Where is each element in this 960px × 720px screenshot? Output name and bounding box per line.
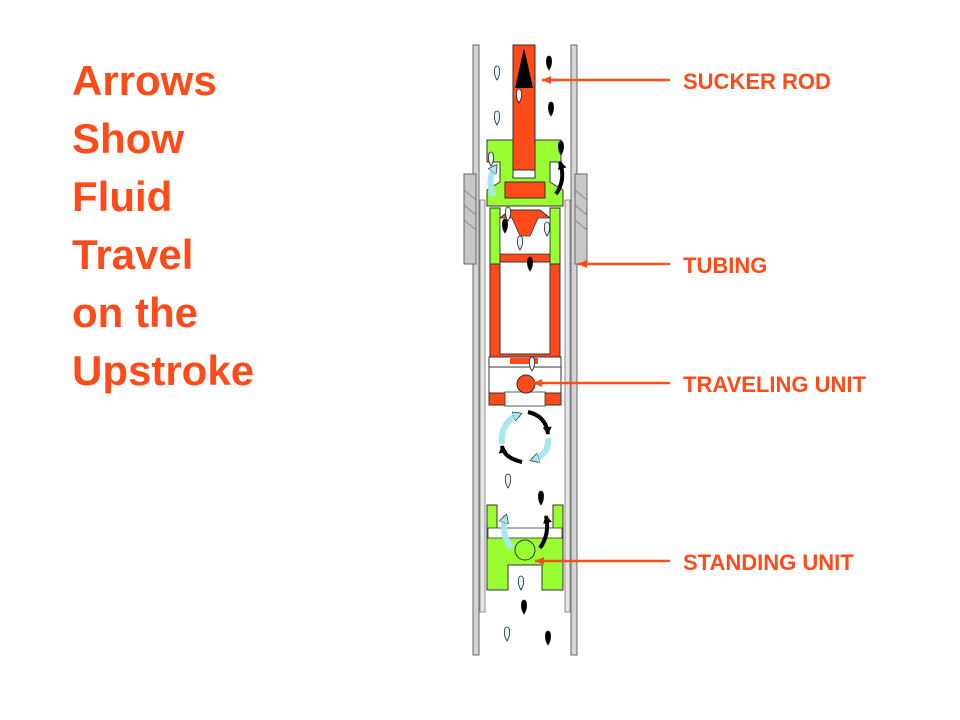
tubing: [463, 44, 588, 656]
fluid-droplet-icon: [516, 235, 524, 251]
curved-flow-arrow-icon: [504, 516, 515, 550]
title-line: Travel: [72, 231, 194, 278]
fluid-droplet-icon: [503, 626, 511, 642]
curved-flow-arrow-icon: [538, 515, 552, 550]
fluid-droplet-icon: [557, 140, 565, 156]
fluid-droplet-icon: [504, 206, 512, 222]
fluid-droplet-icon: [493, 65, 501, 81]
fluid-droplet-icon: [537, 490, 545, 506]
curved-flow-arrow-icon: [498, 445, 523, 464]
sucker-rod-label: SUCKER ROD: [683, 69, 831, 94]
curved-flow-arrow-icon: [527, 410, 552, 435]
curved-flow-arrow-icon: [554, 161, 567, 196]
traveling-valve-ball: [516, 374, 536, 394]
sucker-rod: [512, 44, 536, 171]
title-line: Show: [72, 115, 184, 162]
fluid-droplet-icon: [544, 630, 552, 646]
flow-arrows: [487, 161, 567, 550]
fluid-droplet-icon: [501, 218, 509, 234]
tubing-label: TUBING: [683, 253, 768, 278]
curved-flow-arrow-icon: [498, 411, 520, 445]
fluid-droplet-icon: [545, 55, 553, 71]
standing-valve-ball: [514, 539, 536, 561]
fluid-droplet-icon: [517, 575, 525, 591]
title-line: Upstroke: [72, 347, 255, 394]
curved-flow-arrow-icon: [487, 166, 499, 198]
fluid-droplet-icon: [543, 221, 551, 237]
title-line: on the: [72, 289, 198, 336]
fluid-droplet-icon: [528, 356, 536, 372]
fluid-droplets: [487, 55, 565, 646]
plunger: [488, 207, 562, 407]
traveling-unit-label: TRAVELING UNIT: [683, 372, 866, 397]
standing-valve: [486, 504, 564, 591]
title-line: Arrows: [72, 57, 217, 104]
standing-unit-label: STANDING UNIT: [683, 550, 854, 575]
top-cage: [486, 139, 564, 207]
fluid-droplet-icon: [526, 256, 534, 272]
leader-lines: [533, 76, 670, 565]
fluid-droplet-icon: [487, 151, 495, 167]
fluid-droplet-icon: [493, 110, 501, 126]
title-line: Fluid: [72, 173, 173, 220]
fluid-droplet-icon: [547, 101, 555, 117]
fluid-droplet-icon: [515, 88, 523, 104]
slide-title: Arrows Show Fluid Travel on the Upstroke: [72, 52, 254, 400]
curved-flow-arrow-icon: [532, 437, 552, 460]
fluid-droplet-icon: [520, 599, 528, 615]
fluid-droplet-icon: [504, 473, 512, 489]
upstroke-arrow-icon: [515, 48, 533, 88]
